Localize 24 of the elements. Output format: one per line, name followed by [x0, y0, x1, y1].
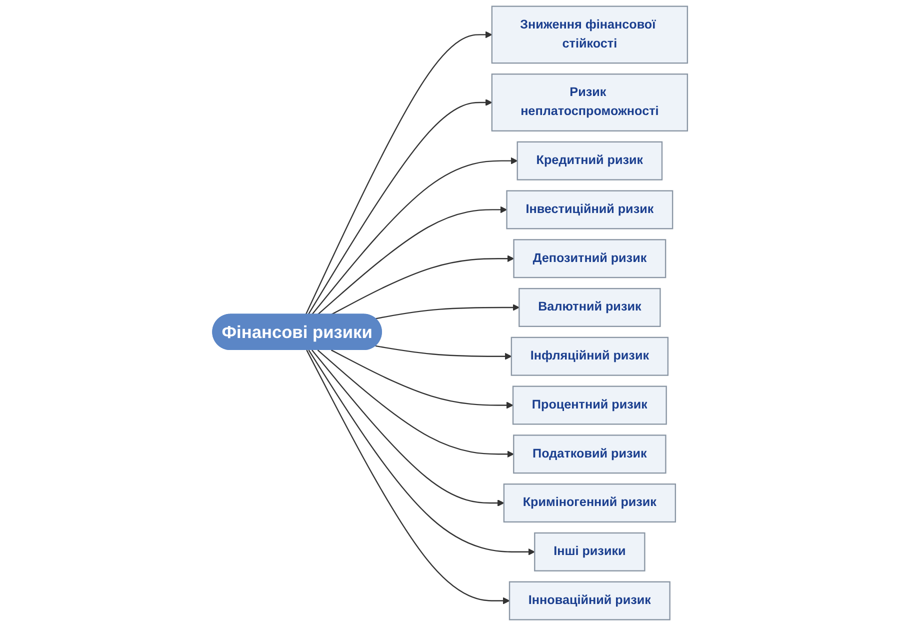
- arrow: [306, 350, 510, 604]
- node-box: Інноваційний ризик: [508, 581, 670, 620]
- arrow: [308, 350, 535, 556]
- node-box: Ризик неплатоспроможності: [491, 74, 688, 132]
- arrow: [308, 99, 492, 315]
- node-box: Кредитний ризик: [516, 141, 663, 180]
- node-box: Криміногенний ризик: [503, 484, 676, 523]
- arrow: [375, 345, 512, 360]
- node-box: Інвестиційний ризик: [506, 190, 674, 230]
- node-box: Процентний ризик: [512, 386, 667, 425]
- arrow: [317, 350, 514, 458]
- node-box: Інші ризики: [534, 532, 646, 572]
- arrow: [305, 31, 492, 315]
- arrow: [311, 157, 518, 315]
- arrow: [375, 304, 520, 320]
- arrow: [330, 350, 514, 409]
- arrow: [311, 350, 504, 506]
- node-box: Зниження фінансової стійкості: [491, 6, 688, 64]
- arrow: [330, 255, 514, 316]
- node-box: Інфляційний ризик: [510, 336, 669, 376]
- node-box: Валютний ризик: [518, 288, 661, 327]
- node-box: Податковий ризик: [513, 434, 666, 474]
- arrow: [317, 206, 508, 316]
- node-box: Депозитний ризик: [513, 239, 666, 278]
